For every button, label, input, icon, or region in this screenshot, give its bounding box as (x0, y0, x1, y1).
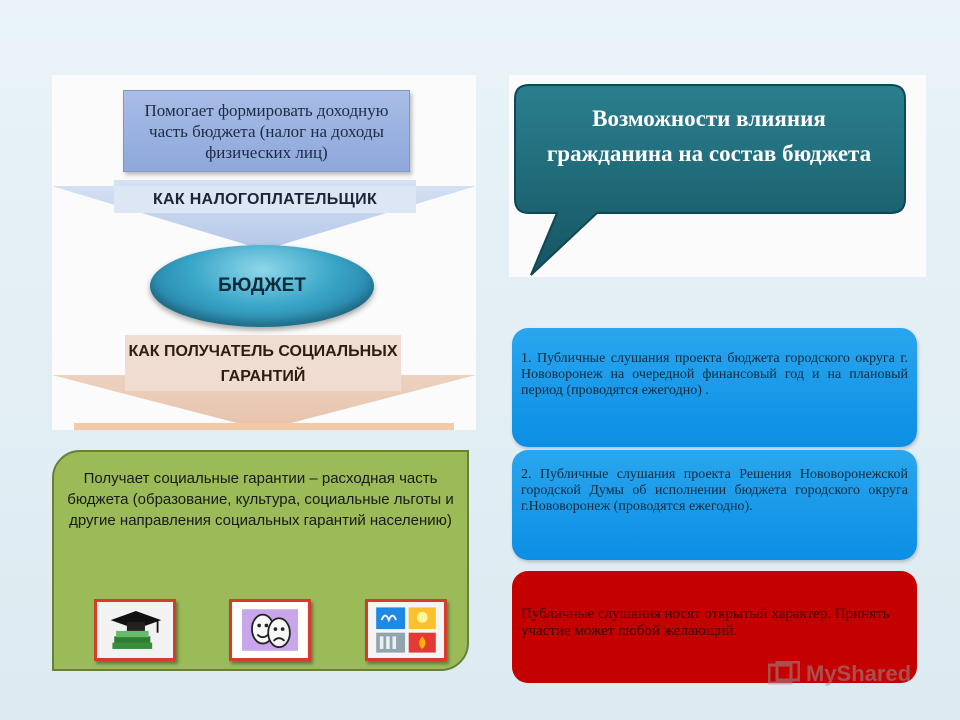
speech-bubble-icon (514, 84, 906, 276)
divider (74, 423, 454, 430)
recipient-label: КАК ПОЛУЧАТЕЛЬ СОЦИАЛЬНЫХ ГАРАНТИЙ (125, 337, 401, 391)
budget-oval: БЮДЖЕТ (150, 245, 374, 327)
income-role-box: Помогает формировать доходную часть бюдж… (123, 90, 410, 172)
taxpayer-label: КАК НАЛОГОПЛАТЕЛЬЩИК (114, 186, 416, 213)
theater-masks-icon (229, 599, 311, 661)
social-guarantees-text: Получает социальные гарантии – расходная… (67, 470, 454, 529)
graduation-cap-icon (94, 599, 176, 661)
hearing-item-2: 2. Публичные слушания проекта Решения Но… (512, 450, 917, 560)
budget-flow-diagram: Помогает формировать доходную часть бюдж… (52, 75, 476, 430)
social-guarantees-box: Получает социальные гарантии – расходная… (52, 450, 469, 671)
page-title: Возможности влияния гражданина на состав… (546, 106, 872, 166)
title-panel: Возможности влияния гражданина на состав… (509, 75, 926, 277)
watermark-text: MyShared (806, 661, 912, 686)
utilities-icon (365, 599, 447, 661)
watermark-logo-icon (768, 661, 800, 685)
watermark: MyShared (768, 656, 928, 692)
hearing-item-1: 1. Публичные слушания проекта бюджета го… (512, 328, 917, 447)
open-hearings-note: Публичные слушания носят открытый характ… (512, 571, 917, 683)
